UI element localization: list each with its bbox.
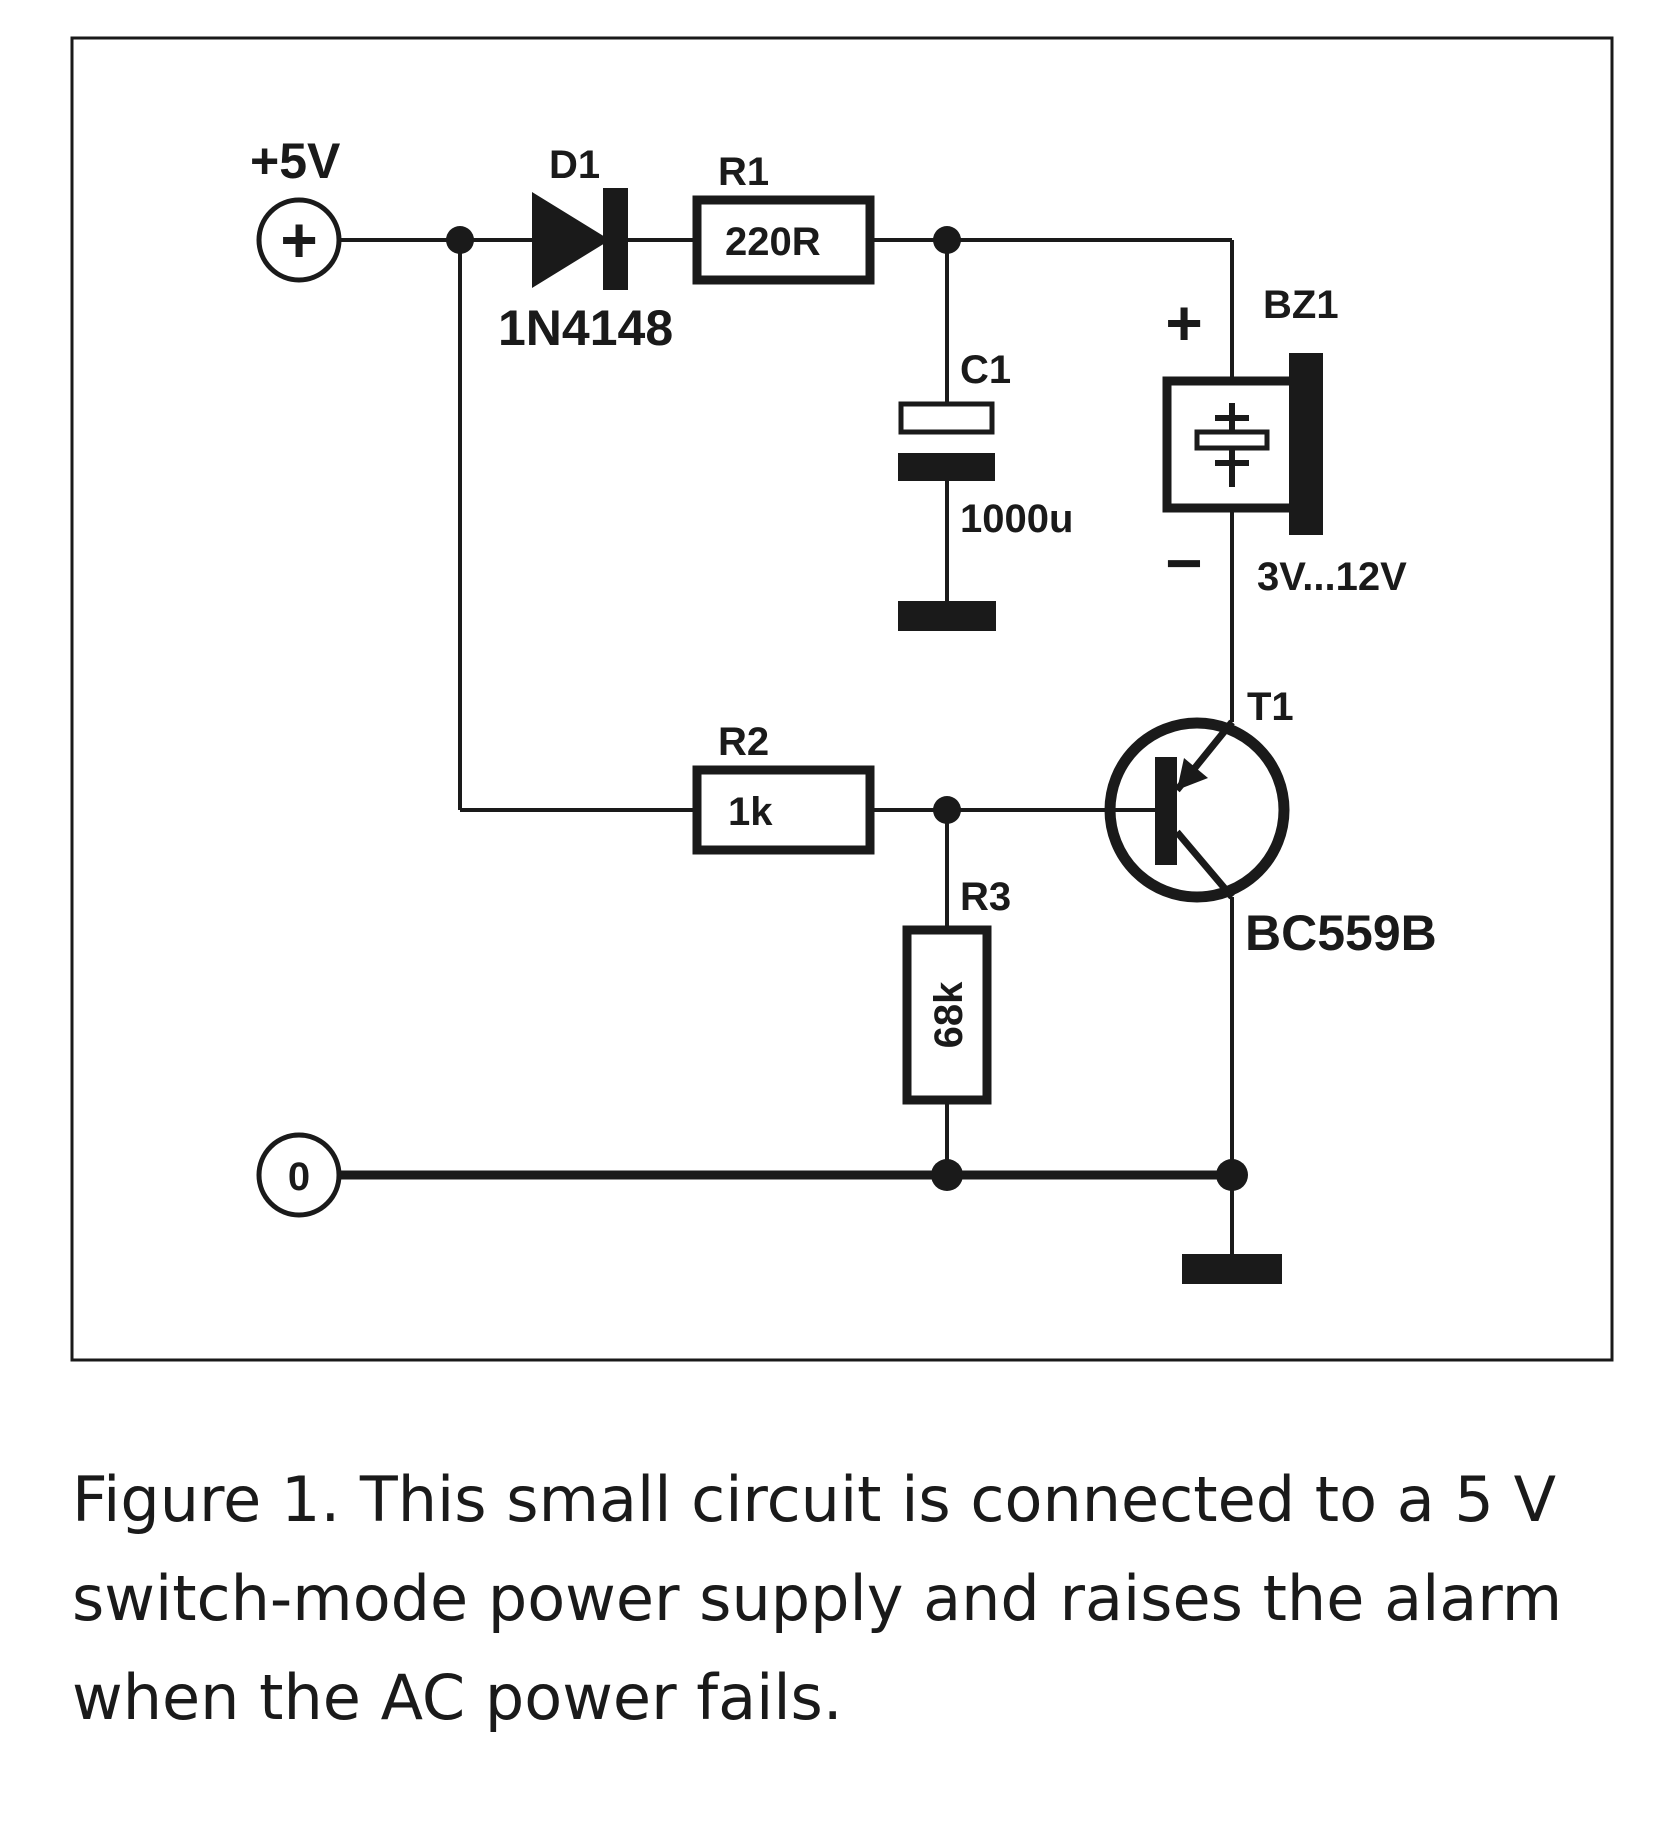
transistor-t1 xyxy=(1104,717,1290,903)
t1-ref: T1 xyxy=(1247,685,1294,729)
circuit-schematic: + +5V 0 D1 1N4148 220R R1 C1 1000u BZ1 +… xyxy=(70,36,1614,1362)
capacitor-c1 xyxy=(898,401,996,631)
junction-dots xyxy=(446,226,1248,1191)
r3-value: 68k xyxy=(927,981,971,1048)
buzzer-bz1 xyxy=(1162,353,1323,535)
d1-part: 1N4148 xyxy=(498,300,673,356)
r2-value: 1k xyxy=(728,790,773,834)
bz1-rating: 3V...12V xyxy=(1257,555,1407,599)
r3-ref: R3 xyxy=(960,875,1011,919)
resistor-r1 xyxy=(692,195,875,285)
diagram-frame xyxy=(70,36,1614,1362)
bz1-ref: BZ1 xyxy=(1263,283,1339,327)
resistor-r2 xyxy=(692,765,875,855)
ground-symbol xyxy=(1182,1254,1282,1284)
r1-ref: R1 xyxy=(718,150,769,194)
c1-value: 1000u xyxy=(960,497,1073,541)
resistor-r3: 68k xyxy=(902,925,992,1105)
wires xyxy=(340,238,1234,1268)
c1-ref: C1 xyxy=(960,348,1011,392)
svg-text:+: + xyxy=(280,204,317,276)
supply-terminal: + xyxy=(256,197,342,283)
r1-value: 220R xyxy=(725,220,821,264)
bz1-plus: + xyxy=(1165,287,1202,359)
ground-terminal: 0 xyxy=(256,1132,342,1218)
r2-ref: R2 xyxy=(718,720,769,764)
supply-label: +5V xyxy=(250,133,341,189)
bz1-minus: − xyxy=(1165,527,1202,599)
t1-part: BC559B xyxy=(1245,905,1437,961)
svg-text:0: 0 xyxy=(288,1155,310,1199)
d1-ref: D1 xyxy=(549,143,600,187)
figure-caption: Figure 1. This small circuit is connecte… xyxy=(72,1463,1563,1734)
diode-d1 xyxy=(532,188,628,290)
